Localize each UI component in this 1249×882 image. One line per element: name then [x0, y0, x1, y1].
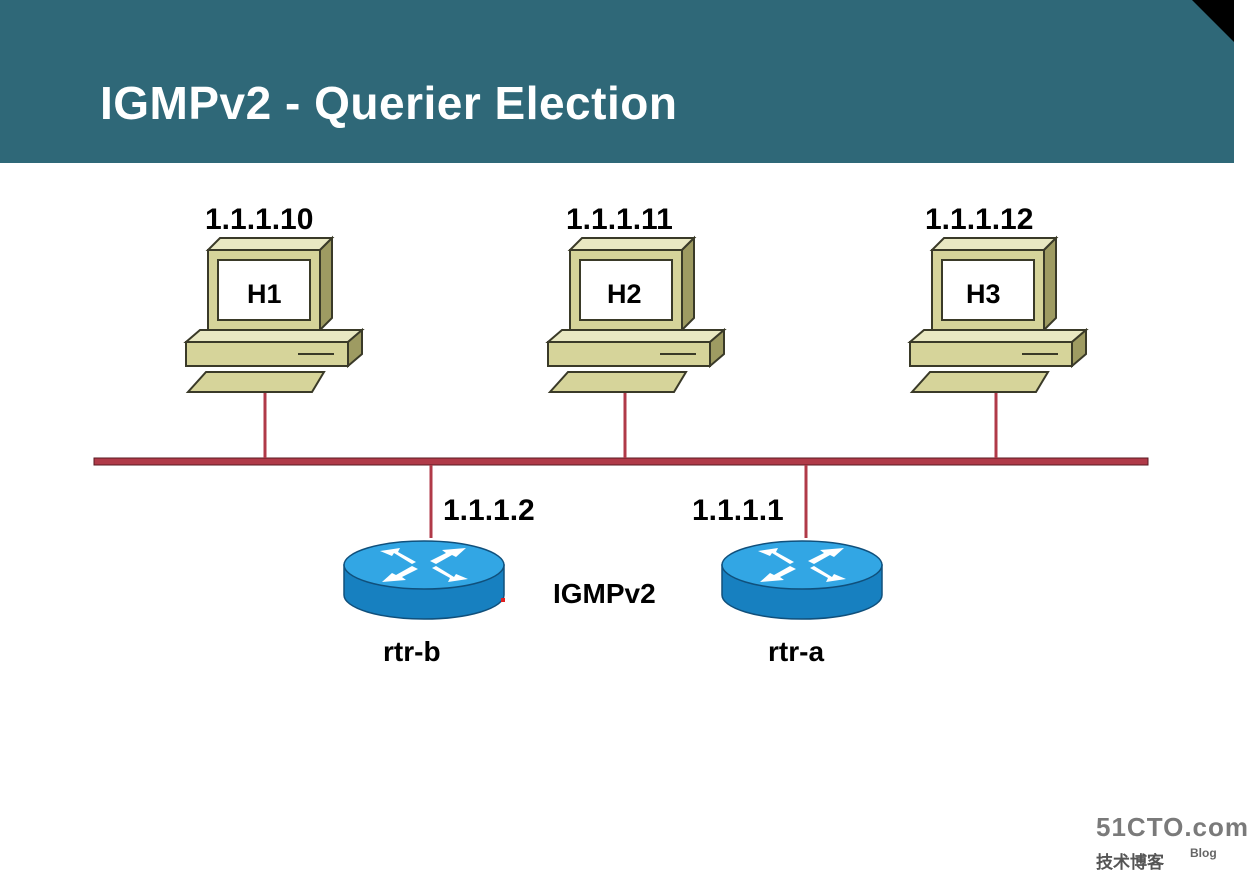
protocol-label: IGMPv2	[553, 578, 656, 609]
h2-ip-label: 1.1.1.11	[566, 203, 673, 236]
watermark-logo: 51CTO.com	[1096, 812, 1249, 842]
desktop-computer-icon	[185, 237, 363, 393]
slide-title: IGMPv2 - Querier Election	[100, 77, 678, 129]
watermark-subtitle: 技术博客	[1096, 853, 1164, 872]
rtr-b-ip-label: 1.1.1.2	[443, 494, 535, 527]
router-icon	[343, 540, 505, 620]
slide-header: IGMPv2 - Querier Election	[0, 0, 1234, 163]
watermark: 51CTO.com 技术博客 Blog	[1090, 812, 1248, 876]
h1-ip-label: 1.1.1.10	[205, 203, 314, 236]
ethernet-segment	[93, 457, 1149, 466]
h1-name-label: H1	[247, 279, 282, 309]
rtr-b-name-label: rtr-b	[383, 636, 441, 667]
rtr-a-name-label: rtr-a	[768, 636, 825, 667]
h3-name-label: H3	[966, 279, 1001, 309]
watermark-blog: Blog	[1190, 846, 1217, 860]
h2-name-label: H2	[607, 279, 642, 309]
router-icon	[721, 540, 883, 620]
corner-decoration	[1192, 0, 1234, 42]
port-indicator	[501, 598, 505, 602]
rtr-a-ip-label: 1.1.1.1	[692, 494, 784, 527]
h3-ip-label: 1.1.1.12	[925, 203, 1034, 236]
desktop-computer-icon	[547, 237, 725, 393]
desktop-computer-icon	[909, 237, 1087, 393]
